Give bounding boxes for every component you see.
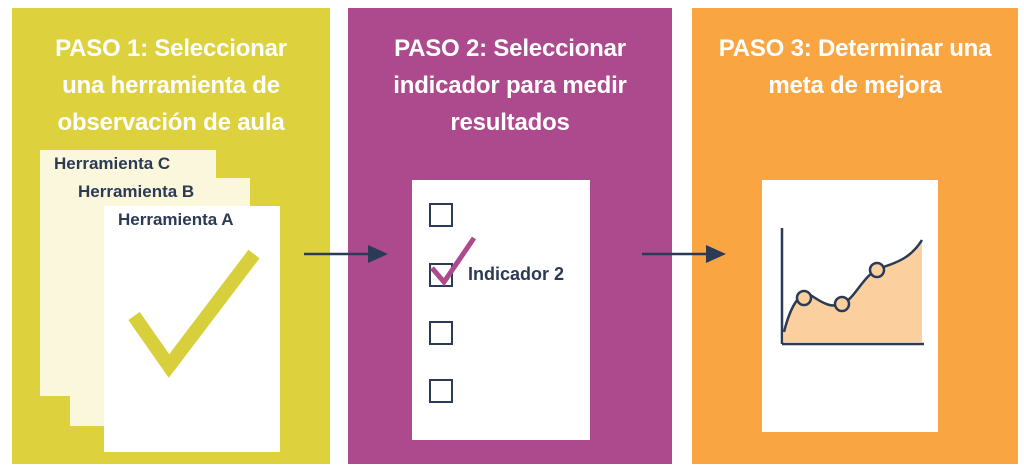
arrow-right-icon bbox=[642, 245, 726, 263]
step-2-title-line-3: resultados bbox=[450, 109, 570, 136]
arrow-right-icon bbox=[304, 245, 388, 263]
tool-c-label: Herramienta C bbox=[54, 154, 171, 173]
step-2-title-line-2: indicador para medir bbox=[393, 72, 627, 99]
step-2-title-line-1: PASO 2: Seleccionar bbox=[394, 35, 626, 62]
checkmark-icon bbox=[128, 249, 260, 378]
chart-point bbox=[795, 289, 813, 307]
chart-area bbox=[784, 240, 922, 342]
indicator-sheet: Indicador 2 bbox=[412, 180, 590, 440]
checkmark-icon bbox=[430, 236, 477, 287]
step-1-title-line-2: una herramienta de bbox=[62, 72, 280, 99]
step-1-title: PASO 1: Seleccionar una herramienta de o… bbox=[12, 30, 330, 141]
chart-sheet bbox=[762, 180, 938, 432]
step-3-title: PASO 3: Determinar una meta de mejora bbox=[692, 30, 1018, 104]
step-3-title-line-2: meta de mejora bbox=[768, 72, 942, 99]
step-1-title-line-1: PASO 1: Seleccionar bbox=[55, 35, 287, 62]
checkbox-icon bbox=[429, 321, 453, 345]
checkbox-list bbox=[429, 203, 477, 403]
chart-point bbox=[868, 261, 886, 279]
tool-b-label: Herramienta B bbox=[78, 182, 195, 201]
checkbox-icon bbox=[429, 263, 453, 287]
tool-a-label: Herramienta A bbox=[118, 210, 234, 229]
step-2-title: PASO 2: Seleccionar indicador para medir… bbox=[348, 30, 672, 141]
indicator-2-label: Indicador 2 bbox=[468, 264, 565, 284]
tool-sheet-a: Herramienta A bbox=[104, 206, 280, 452]
line-chart-icon bbox=[780, 228, 924, 346]
step-3-title-line-1: PASO 3: Determinar una bbox=[718, 35, 992, 62]
step-1-panel: PASO 1: Seleccionar una herramienta de o… bbox=[12, 8, 330, 464]
checkbox-icon bbox=[429, 203, 453, 227]
checkbox-icon bbox=[429, 379, 453, 403]
step-3-panel: PASO 3: Determinar una meta de mejora bbox=[692, 8, 1018, 464]
step-2-panel: PASO 2: Seleccionar indicador para medir… bbox=[348, 8, 672, 464]
step-1-title-line-3: observación de aula bbox=[57, 109, 285, 136]
chart-point bbox=[833, 295, 851, 313]
